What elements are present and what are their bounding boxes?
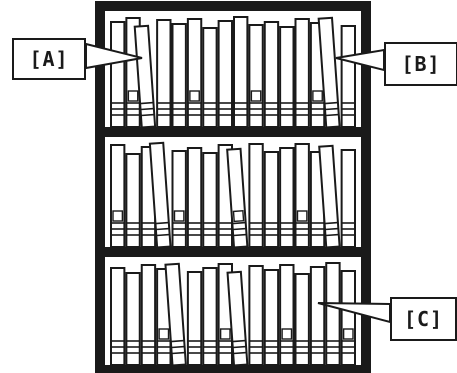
middle-shelf-book [226, 147, 249, 249]
bookcase [95, 1, 371, 373]
callout-leaders [85, 42, 391, 324]
top-shelf-book [133, 24, 157, 129]
bottom-shelf-book [110, 267, 126, 366]
bottom-shelf-book [125, 272, 141, 366]
middle-shelf-book [248, 143, 264, 248]
shelf-board-2 [100, 247, 366, 257]
middle-shelf-book [186, 147, 203, 248]
bottom-shelf-book [325, 262, 341, 366]
middle-shelf-book [148, 141, 172, 249]
bottom-shelf-book [263, 269, 280, 366]
middle-shelf-book [340, 149, 356, 248]
top-shelf-book [340, 25, 356, 128]
top-shelf-book [171, 23, 187, 128]
bottom-shelf-book [164, 262, 187, 367]
shelf-board-1 [100, 127, 366, 137]
top-shelf-book [317, 16, 341, 129]
middle-shelf-book [110, 144, 126, 248]
middle-shelf-book [171, 150, 187, 248]
top-shelf-book [110, 21, 126, 128]
callout-label-a: [A] [12, 38, 86, 80]
callout-label-b: [B] [384, 42, 457, 86]
top-shelf-book [217, 20, 233, 128]
bottom-shelf-book [226, 270, 249, 367]
top-shelf-book [233, 16, 249, 128]
bottom-shelf-book [140, 264, 157, 366]
middle-shelf-book [279, 147, 295, 248]
middle-shelf-book [294, 143, 310, 248]
callout-label-c: [C] [390, 297, 457, 341]
middle-shelf-book [202, 152, 218, 248]
middle-shelf-book [125, 153, 141, 248]
top-shelf-book [294, 18, 310, 128]
books-group [110, 16, 356, 367]
middle-shelf-book [318, 144, 341, 249]
top-shelf-book [202, 27, 218, 128]
bottom-shelf-book [340, 270, 356, 366]
bookcase-frame [95, 1, 371, 373]
bottom-shelf-book [202, 267, 218, 366]
bottom-shelf-book [294, 273, 310, 366]
bottom-shelf-book [248, 265, 264, 366]
top-shelf-book [186, 18, 203, 128]
bottom-shelf-book [309, 266, 326, 366]
top-shelf-book [248, 24, 264, 128]
middle-shelf-book [263, 151, 280, 248]
leader-a [85, 42, 143, 70]
top-shelf-book [263, 21, 280, 128]
top-shelf-book [156, 19, 172, 128]
top-shelf-book [279, 26, 295, 128]
bottom-shelf-book [279, 264, 295, 366]
bottom-shelf-book [186, 271, 203, 366]
